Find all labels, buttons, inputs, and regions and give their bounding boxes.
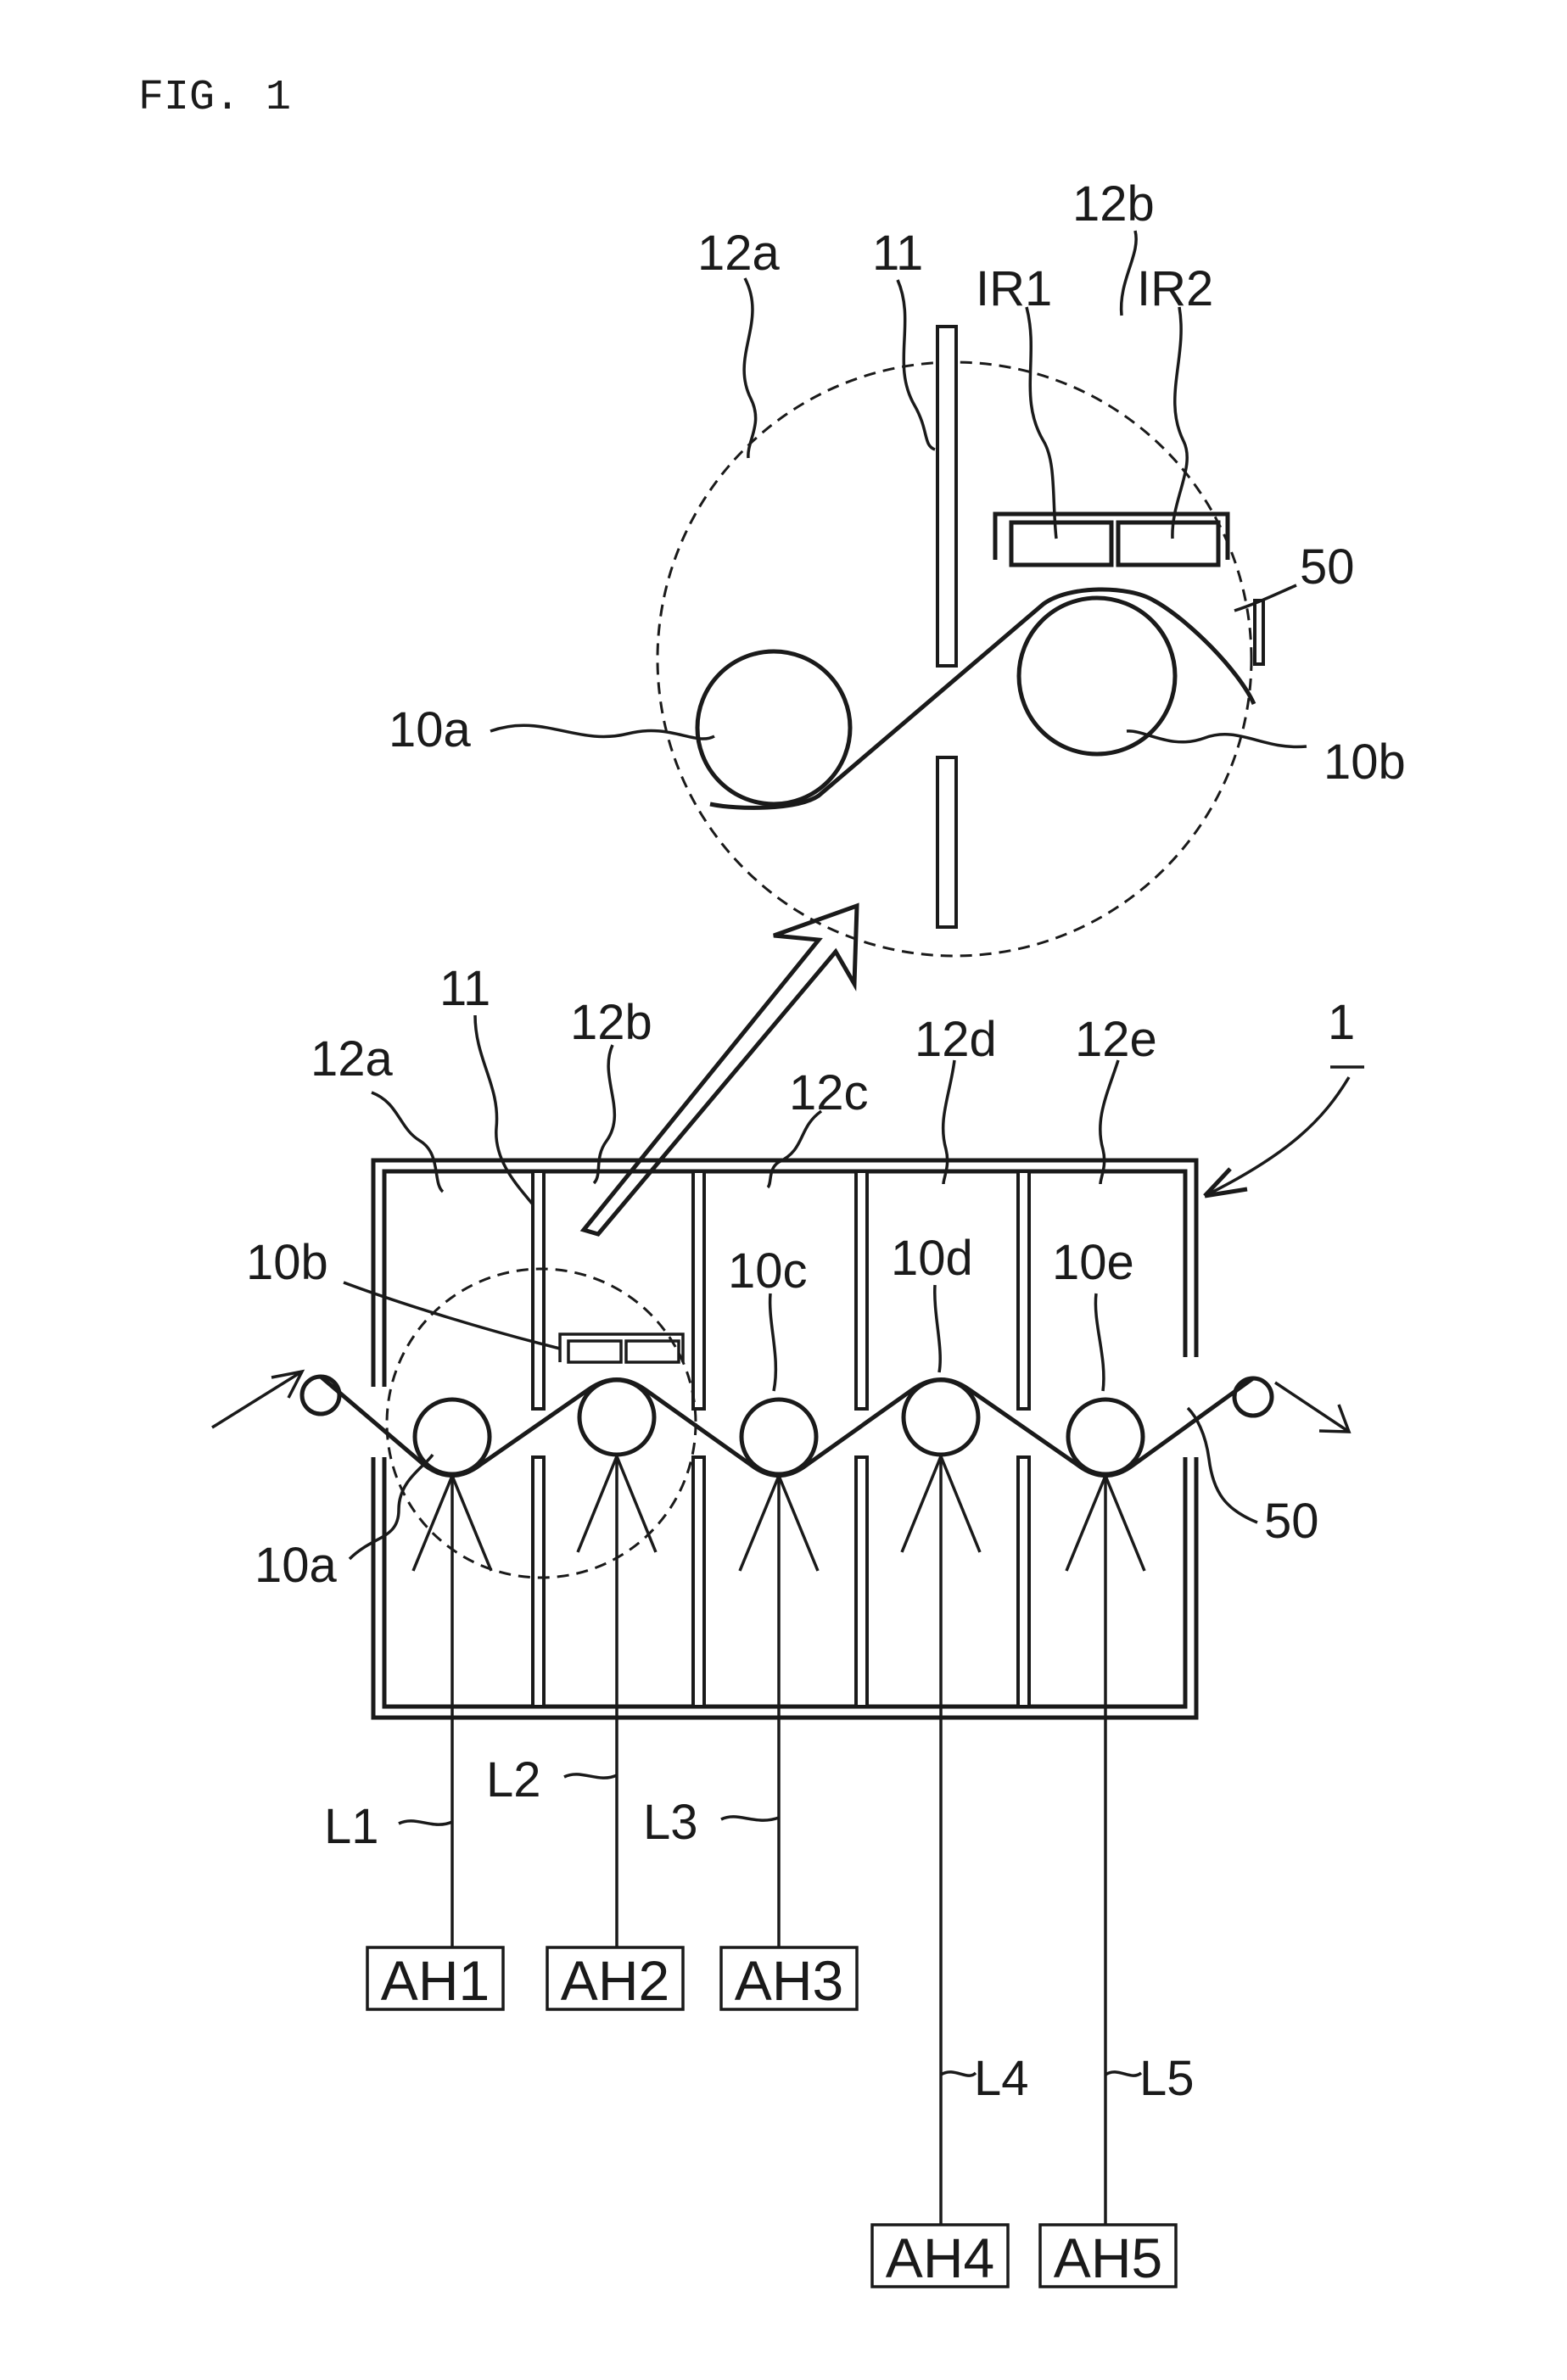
label-10c: 10c	[728, 1243, 808, 1299]
detail-label-50: 50	[1300, 539, 1355, 595]
housing-bottom-inner	[384, 1457, 1185, 1707]
leader-l4	[941, 2072, 976, 2076]
label-l5: L5	[1139, 2051, 1195, 2106]
detail-leader-12a	[744, 278, 755, 458]
partition-upper-3	[856, 1171, 867, 1409]
air-heater-ah5-label: AH5	[1054, 2226, 1162, 2289]
leader-l5	[1105, 2072, 1141, 2076]
detail-partition-upper	[937, 327, 956, 666]
label-50: 50	[1264, 1494, 1319, 1549]
label-10d: 10d	[891, 1231, 973, 1286]
partition-upper-1	[533, 1171, 544, 1409]
partition-lower-2	[693, 1457, 704, 1707]
leader-10b	[344, 1282, 560, 1349]
leader-10e	[1095, 1293, 1104, 1391]
leader-10d	[935, 1285, 940, 1372]
air-heater-ah4: AH4	[872, 2225, 1008, 2289]
film-in-arrow	[212, 1372, 302, 1427]
label-ref-1: 1	[1328, 995, 1355, 1050]
leader-12e	[1100, 1060, 1118, 1184]
roll-10b	[579, 1380, 654, 1455]
label-12b: 12b	[570, 995, 652, 1050]
detail-label-12b: 12b	[1072, 176, 1155, 232]
guide-roller-out	[1234, 1378, 1272, 1416]
label-12d: 12d	[915, 1012, 997, 1067]
detail-roll-10b	[1019, 598, 1175, 754]
air-heater-ah3: AH3	[721, 1947, 857, 2012]
ref-1-leader	[1205, 1077, 1349, 1196]
housing-bottom-outer	[373, 1457, 1196, 1718]
partition-lower-4	[1018, 1457, 1029, 1707]
leader-10c	[770, 1293, 776, 1391]
detail-leader-ir2	[1172, 307, 1187, 539]
detail-label-10a: 10a	[389, 702, 472, 757]
label-11: 11	[439, 961, 490, 1016]
air-heater-ah4-label: AH4	[886, 2226, 994, 2289]
partition-upper-2	[693, 1171, 704, 1409]
leader-l1	[399, 1821, 452, 1824]
label-10b: 10b	[246, 1235, 328, 1290]
detail-label-ir2: IR2	[1137, 261, 1213, 316]
partition-lower-3	[856, 1457, 867, 1707]
detail-leader-50	[1234, 585, 1296, 611]
label-10e: 10e	[1052, 1235, 1134, 1290]
leader-10a	[350, 1455, 433, 1559]
detail-leader-10b	[1127, 731, 1307, 747]
roll-10c	[742, 1400, 816, 1474]
air-heater-ah1-label: AH1	[381, 1949, 490, 2012]
detail-leader-12b	[1122, 231, 1137, 316]
air-heater-ah1: AH1	[367, 1947, 503, 2012]
heater-ir2	[626, 1341, 679, 1362]
partition-lower-1	[533, 1457, 544, 1707]
air-heater-ah3-label: AH3	[735, 1949, 843, 2012]
label-10a: 10a	[255, 1538, 338, 1593]
detail-label-ir1: IR1	[976, 261, 1052, 316]
detail-label-11: 11	[872, 226, 923, 281]
detail-label-12a: 12a	[697, 226, 781, 281]
detail-heater-ir1	[1011, 522, 1111, 565]
film-path	[321, 1377, 1253, 1476]
leader-12c	[768, 1111, 821, 1187]
air-heater-ah5: AH5	[1040, 2225, 1176, 2289]
roll-10d	[904, 1380, 978, 1455]
label-12a: 12a	[311, 1031, 394, 1087]
leader-l3	[721, 1817, 779, 1820]
label-12e: 12e	[1075, 1012, 1157, 1067]
label-l3: L3	[643, 1795, 698, 1850]
figure-title: FIG. 1	[138, 74, 291, 122]
leader-12b	[594, 1045, 614, 1183]
leader-12d	[943, 1060, 954, 1184]
guide-roller-in	[302, 1377, 339, 1414]
partition-upper-4	[1018, 1171, 1029, 1409]
label-l2: L2	[486, 1752, 541, 1807]
ref-1-arrowhead	[1205, 1169, 1247, 1196]
label-l4: L4	[974, 2051, 1029, 2106]
leader-11	[475, 1015, 533, 1204]
label-12c: 12c	[789, 1065, 869, 1120]
detail-roll-10a	[697, 651, 850, 804]
detail-leader-10a	[490, 725, 714, 739]
supply-lines	[452, 1456, 1105, 2225]
detail-heater-ir2	[1118, 522, 1218, 565]
detail-view: 12a 11 12b IR1 IR2 50 10a 10b	[389, 176, 1406, 956]
apparatus: 1 12a 11 12b 12c 12d 12e 10b 10c 10d 10e…	[212, 961, 1364, 2289]
air-heater-ah2: AH2	[547, 1947, 683, 2012]
roll-10e	[1068, 1400, 1143, 1474]
film-out-arrow	[1275, 1383, 1349, 1432]
detail-side-wall	[1255, 601, 1263, 664]
label-l1: L1	[324, 1799, 379, 1854]
detail-partition-lower	[937, 757, 956, 927]
heater-ir1	[568, 1341, 621, 1362]
detail-label-10b: 10b	[1324, 735, 1406, 790]
detail-leader-11	[898, 280, 935, 450]
leader-l2	[564, 1774, 617, 1778]
air-heater-ah2-label: AH2	[561, 1949, 669, 2012]
detail-leader-ir1	[1027, 307, 1056, 539]
